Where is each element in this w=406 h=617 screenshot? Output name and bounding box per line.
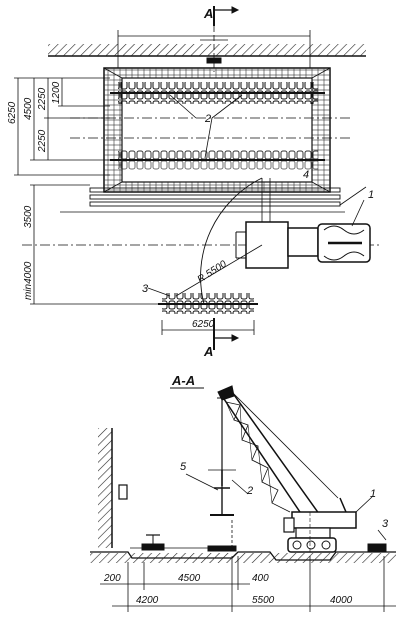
dim-200: 200: [103, 573, 121, 584]
section-letter-bottom: A: [203, 344, 213, 359]
ground: [90, 547, 396, 563]
dim-2250-lower: 2250: [37, 129, 48, 153]
section-title: A-A: [171, 373, 195, 388]
side-tile: [367, 529, 387, 552]
section-callout-1: 1: [370, 488, 376, 500]
crane-body: [283, 496, 373, 553]
hook-and-load: [185, 395, 249, 516]
radius-label: R 5500: [196, 258, 229, 285]
dim-400: 400: [252, 573, 269, 584]
section-callout-2: 2: [246, 485, 253, 497]
dim-4500-section: 4500: [178, 573, 201, 584]
plan-callout-4: 4: [303, 169, 309, 181]
side-wall: [98, 428, 128, 548]
plan-callout-3: 3: [142, 283, 149, 295]
dim-6250: 6250: [7, 101, 18, 124]
section-callout-5: 5: [180, 461, 187, 473]
top-wall: [48, 44, 366, 57]
section-dimensions: [100, 556, 396, 612]
section-letter-top: A: [203, 6, 213, 21]
plan-callout-2: 2: [204, 113, 211, 125]
crane-plan: [235, 178, 371, 269]
radius-arc: [175, 177, 263, 305]
ground-row-width: 6250: [192, 319, 215, 330]
section-view: [90, 385, 396, 612]
dim-3500: 3500: [23, 205, 34, 228]
section-callout-3: 3: [382, 518, 389, 530]
dim-4500: 4500: [23, 97, 34, 120]
plan-callout-1: 1: [368, 189, 374, 201]
leaders-callout-2: [169, 94, 243, 159]
section-mark-bottom: [213, 318, 240, 350]
section-mark-top: [213, 6, 240, 72]
tile-row-ground: [147, 287, 258, 335]
tile-row-upper: [110, 82, 325, 104]
dim-4200: 4200: [136, 595, 159, 606]
rails: [60, 186, 367, 213]
plan-view: [14, 6, 380, 350]
pit-tiles: [141, 520, 237, 552]
dim-2250-upper: 2250: [37, 87, 48, 111]
dim-4000-section: 4000: [330, 595, 353, 606]
dim-1200: 1200: [51, 81, 62, 104]
crane-boom: [217, 385, 339, 519]
tile-row-lower: [110, 150, 325, 170]
top-dimension: [117, 30, 311, 68]
dim-5500: 5500: [252, 595, 275, 606]
left-dimensions: [14, 77, 160, 305]
dim-min4000: min4000: [23, 261, 34, 300]
